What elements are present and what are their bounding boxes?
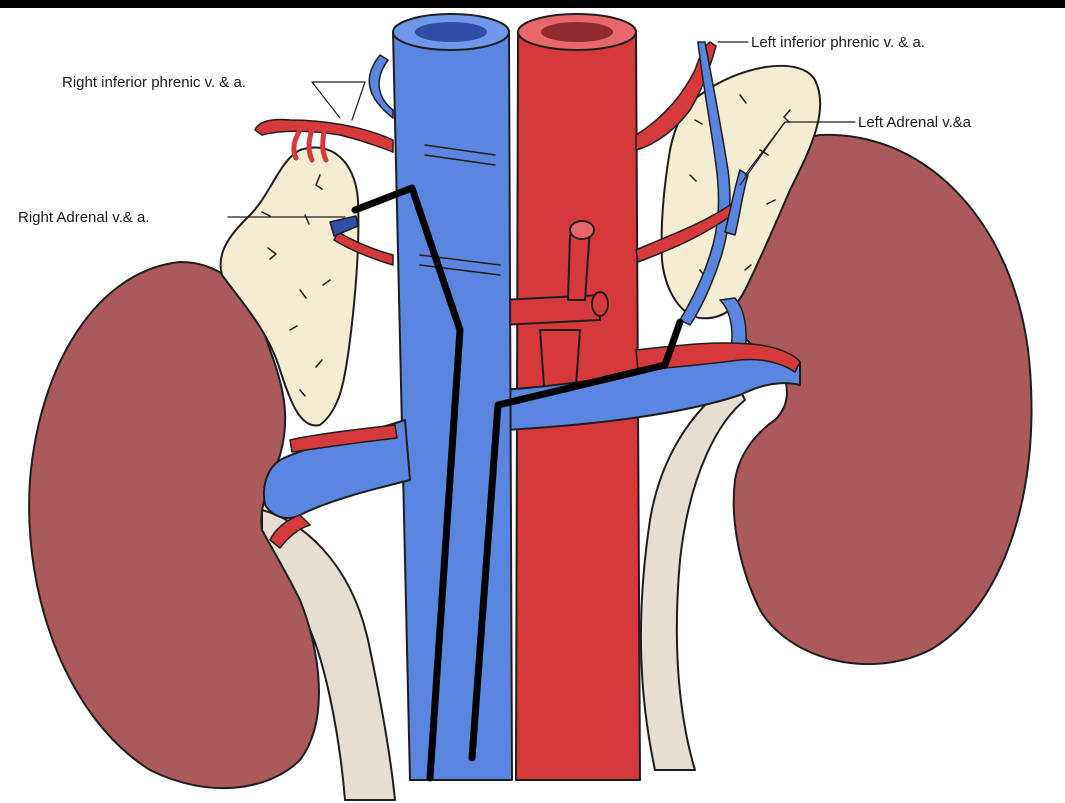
left-ureter bbox=[641, 380, 745, 770]
right-inferior-phrenic-vessels bbox=[255, 55, 393, 160]
label-left-adrenal: Left Adrenal v.&a bbox=[858, 114, 972, 131]
label-right-adrenal: Right Adrenal v.& a. bbox=[18, 209, 149, 226]
label-right-inferior-phrenic: Right inferior phrenic v. & a. bbox=[62, 74, 246, 91]
label-left-inferior-phrenic: Left inferior phrenic v. & a. bbox=[751, 34, 925, 51]
